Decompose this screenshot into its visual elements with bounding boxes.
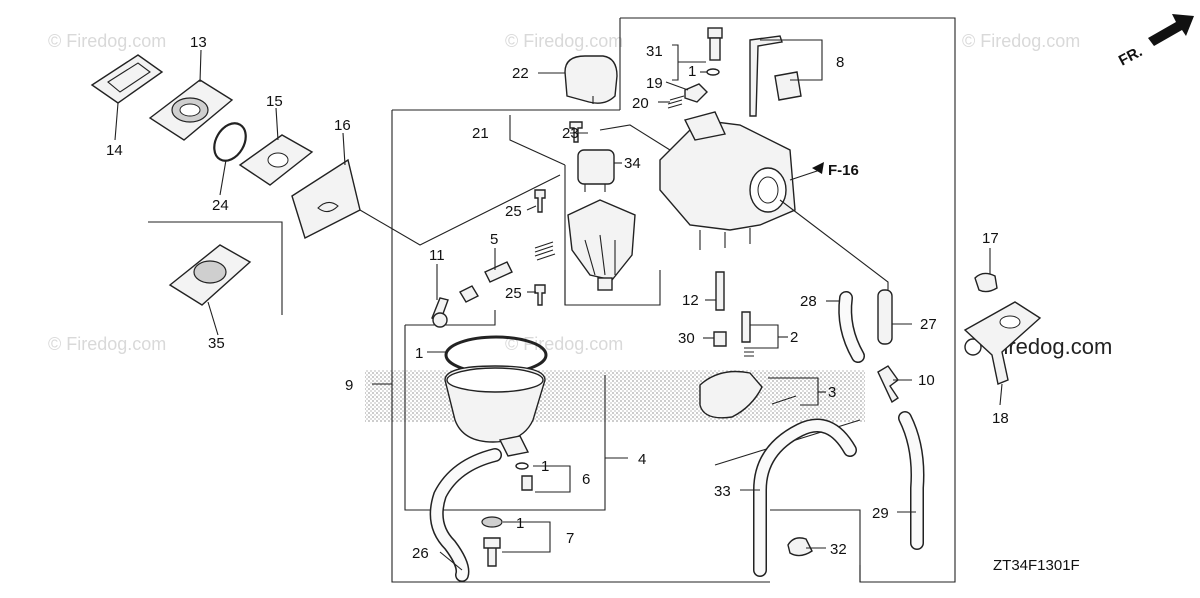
watermark-top-right: © Firedog.com [962, 31, 1080, 51]
part-22-cap [564, 55, 618, 104]
part-14-gasket [90, 54, 164, 104]
callout-10: 10 [918, 372, 935, 389]
callout-25-lower: 25 [505, 285, 522, 302]
callout-19: 19 [646, 75, 663, 92]
callout-11: 11 [429, 247, 445, 264]
part-17-clip [974, 272, 998, 293]
callout-8: 8 [836, 54, 844, 71]
part-19-link [684, 83, 708, 103]
part-25-screw-upper [534, 189, 546, 213]
front-arrow-icon [1148, 14, 1194, 46]
callout-labels: 13 14 15 24 16 35 22 31 1 19 20 8 21 23 … [106, 34, 1080, 574]
callout-1-bowl: 1 [415, 345, 423, 362]
part-35-insulator [168, 244, 252, 306]
callout-7: 7 [566, 530, 574, 547]
watermark-group: © Firedog.com © Firedog.com © Firedog.co… [48, 31, 1112, 359]
part-18-bracket [963, 301, 1042, 385]
part-23-screw [569, 121, 583, 143]
callout-13: 13 [190, 34, 207, 51]
part-15-gasket [238, 134, 314, 186]
callout-33: 33 [714, 483, 731, 500]
callout-18: 18 [992, 410, 1009, 427]
callout-6: 6 [582, 471, 590, 488]
part-2-spring [744, 347, 754, 357]
part-9-float-bowl [444, 365, 546, 457]
watermark-mid-center: © Firedog.com [505, 334, 623, 354]
part-3-float [699, 370, 797, 419]
callout-23: 23 [562, 125, 579, 142]
front-direction-marker: FR. [1116, 14, 1194, 70]
callout-25-upper: 25 [505, 203, 522, 220]
part-13-insulator [148, 79, 234, 141]
part-34-solenoid [577, 149, 615, 192]
callout-21: 21 [472, 125, 489, 142]
part-8-lever [749, 35, 802, 117]
part-1-washer-6 [515, 462, 529, 470]
diagram-code: ZT34F1301F [993, 557, 1080, 574]
callout-30: 30 [678, 330, 695, 347]
callout-9: 9 [345, 377, 353, 394]
part-27-tube [877, 289, 893, 345]
part-30-main-jet [713, 331, 727, 347]
callout-34: 34 [624, 155, 641, 172]
callout-1-bolt: 1 [516, 515, 524, 532]
part-5-spring [534, 241, 556, 261]
part-11-clip [459, 285, 479, 303]
part-31-screw [707, 27, 723, 61]
part-25-screw-lower [534, 284, 546, 306]
callout-16: 16 [334, 117, 351, 134]
callout-20: 20 [632, 95, 649, 112]
copyright-icon [964, 338, 982, 356]
callout-26: 26 [412, 545, 429, 562]
part-7-bolt [483, 537, 501, 567]
watermark-top-left: © Firedog.com [48, 31, 166, 51]
callout-12: 12 [682, 292, 699, 309]
callout-1-top: 1 [688, 63, 696, 80]
callout-5: 5 [490, 231, 498, 248]
part-24-o-ring [213, 122, 247, 162]
callout-29: 29 [872, 505, 889, 522]
part-illustrations [90, 27, 1042, 582]
callout-3: 3 [828, 384, 836, 401]
callout-27: 27 [920, 316, 937, 333]
part-20-spring [667, 95, 685, 109]
part-16-plate [291, 158, 361, 240]
part-11-screw-head [432, 312, 448, 328]
part-21-valve-housing [567, 199, 636, 291]
callout-15: 15 [266, 93, 283, 110]
callout-4: 4 [638, 451, 646, 468]
front-label: FR. [1116, 43, 1145, 69]
part-6-drain-screw [521, 475, 533, 491]
part-1-washer-7 [481, 516, 503, 528]
watermark-top-center: © Firedog.com [505, 31, 623, 51]
part-2-needle-valve [741, 311, 751, 343]
part-5-screw [484, 261, 513, 283]
part-1-washer-top [706, 68, 720, 76]
part-12-main-jet-holder [715, 271, 725, 311]
callout-22: 22 [512, 65, 529, 82]
callout-1-drain: 1 [541, 458, 549, 475]
leader-lines [114, 39, 1003, 571]
part-32-clip [787, 537, 813, 557]
callout-32: 32 [830, 541, 847, 558]
callout-17: 17 [982, 230, 999, 247]
callout-2: 2 [790, 329, 798, 346]
callout-24: 24 [212, 197, 229, 214]
part-10-fitting [877, 365, 899, 404]
callout-28: 28 [800, 293, 817, 310]
carburetor-body [659, 111, 796, 250]
callout-14: 14 [106, 142, 123, 159]
callout-35: 35 [208, 335, 225, 352]
reference-label-f16: F-16 [828, 162, 859, 179]
assembly-frames [148, 17, 956, 583]
callout-31: 31 [646, 43, 663, 60]
watermark-mid-left: © Firedog.com [48, 334, 166, 354]
